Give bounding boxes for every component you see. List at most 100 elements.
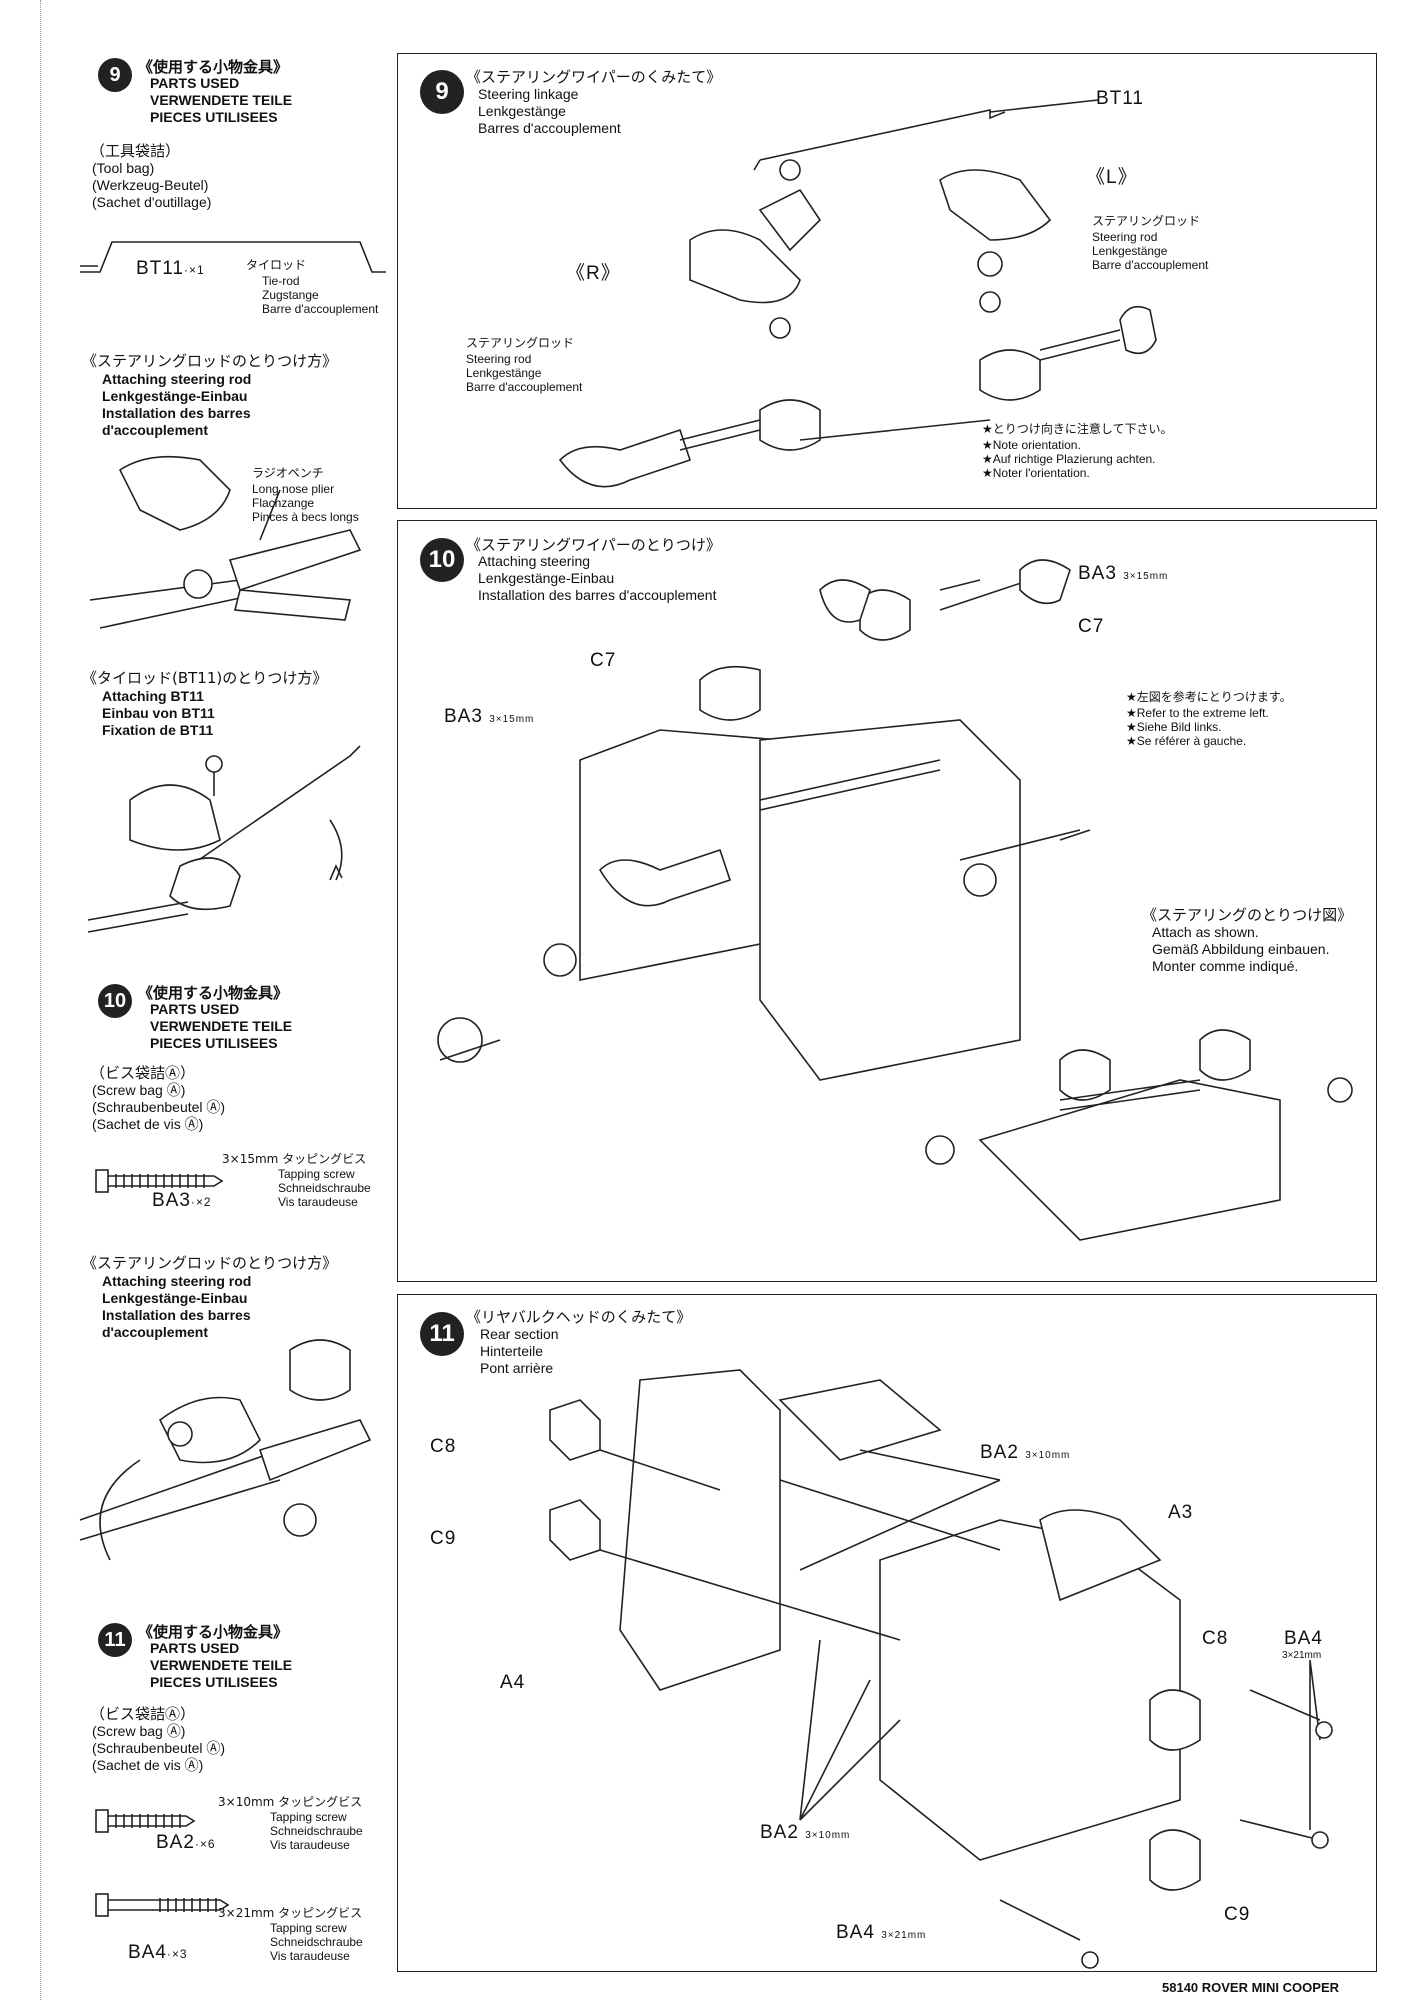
- screw-fr: Vis taraudeuse: [278, 1195, 358, 1209]
- plier-illustration: [89, 455, 362, 629]
- steering-attach-drawing: [437, 559, 1353, 1241]
- rod-right-en: Steering rod: [1092, 230, 1158, 244]
- rod-right-fr: Barre d'accouplement: [1092, 258, 1209, 272]
- shown-de: Gemäß Abbildung einbauen.: [1152, 941, 1330, 957]
- parts-heading-de: VERWENDETE TEILE: [150, 1657, 293, 1673]
- tie-rod-fr: Barre d'accouplement: [262, 302, 379, 316]
- footer-model: 58140 ROVER MINI COOPER: [1162, 1980, 1339, 1995]
- attach-bt11-de: Einbau von BT11: [102, 705, 215, 721]
- bag-label-de: (Schraubenbeutel Ⓐ): [92, 1740, 226, 1756]
- panel11-title-jp: 《リヤバルクヘッドのくみたて》: [466, 1308, 692, 1326]
- attach-rod-fr2: d'accouplement: [102, 422, 209, 438]
- bag-label-jp: （ビス袋詰Ⓐ）: [90, 1705, 196, 1723]
- attach-rod-en: Attaching steering rod: [102, 1273, 252, 1289]
- bag-label-fr: (Sachet d'outillage): [92, 194, 212, 210]
- plier-fr: Pinces à becs longs: [252, 510, 359, 524]
- ba4-right-label: BA4: [1284, 1628, 1323, 1649]
- label-r: 《R》: [566, 263, 621, 284]
- parts-heading-en: PARTS USED: [150, 75, 240, 91]
- step-10-badge: 10: [98, 984, 132, 1018]
- parts-heading-fr: PIECES UTILISEES: [150, 109, 278, 125]
- c8-left-label: C8: [430, 1436, 457, 1457]
- note-en: ★Note orientation.: [982, 438, 1081, 452]
- screw-fr: Vis taraudeuse: [270, 1838, 350, 1852]
- rod-right-jp: ステアリングロッド: [1092, 214, 1201, 228]
- attach-rod-jp: 《ステアリングロッドのとりつけ方》: [82, 1254, 338, 1272]
- plier-jp: ラジオペンチ: [252, 466, 324, 480]
- ref-fr: ★Se référer à gauche.: [1126, 734, 1247, 748]
- rod-attach-illustration-2: [79, 1339, 372, 1561]
- rod-right-de: Lenkgestänge: [1092, 244, 1168, 258]
- attach-bt11-en: Attaching BT11: [102, 688, 204, 704]
- screw-code: BA4·×3: [128, 1942, 188, 1963]
- screw-de: Schneidschraube: [270, 1935, 363, 1949]
- tie-rod-en: Tie-rod: [262, 274, 300, 288]
- attach-bt11-fr: Fixation de BT11: [102, 722, 214, 738]
- note-fr: ★Noter l'orientation.: [982, 466, 1090, 480]
- panel11-title-en: Rear section: [480, 1326, 559, 1342]
- margin-rule: [40, 0, 41, 2000]
- c9-left-label: C9: [430, 1528, 457, 1549]
- attach-rod-en: Attaching steering rod: [102, 371, 252, 387]
- parts-heading-en: PARTS USED: [150, 1640, 240, 1656]
- label-l: 《L》: [1086, 167, 1138, 188]
- ba3-left-label: BA3 3×15mm: [444, 706, 535, 727]
- bag-label-en: (Tool bag): [92, 160, 155, 176]
- screw-ba2-drawing: [95, 1809, 196, 1833]
- screw-ba4-drawing: [95, 1893, 230, 1917]
- panel10-title-fr: Installation des barres d'accouplement: [478, 587, 717, 603]
- step-9-badge: 9: [98, 58, 132, 92]
- parts-heading-jp: 《使用する小物金具》: [138, 58, 289, 76]
- panel9-title-en: Steering linkage: [478, 86, 579, 102]
- shown-en: Attach as shown.: [1152, 924, 1259, 940]
- step-9-panel-badge: 9: [420, 70, 464, 114]
- tie-rod-de: Zugstange: [262, 288, 319, 302]
- bt11-attach-illustration: [87, 745, 361, 933]
- attach-rod-fr1: Installation des barres: [102, 405, 251, 421]
- parts-heading-fr: PIECES UTILISEES: [150, 1035, 278, 1051]
- screw-de: Schneidschraube: [270, 1824, 363, 1838]
- bag-label-en: (Screw bag Ⓐ): [92, 1723, 186, 1739]
- shown-jp: 《ステアリングのとりつけ図》: [1142, 906, 1353, 924]
- shown-fr: Monter comme indiqué.: [1152, 958, 1299, 974]
- step-11-badge: 11: [98, 1623, 132, 1657]
- bag-label-de: (Werkzeug-Beutel): [92, 177, 209, 193]
- panel9-title-fr: Barres d'accouplement: [478, 120, 621, 136]
- attach-rod-de: Lenkgestänge-Einbau: [102, 388, 248, 404]
- bag-label-jp: （ビス袋詰Ⓐ）: [90, 1064, 196, 1082]
- plier-en: Long nose plier: [252, 482, 335, 496]
- screw-size: 3×10mm タッピングビス: [218, 1795, 363, 1809]
- ref-de: ★Siehe Bild links.: [1126, 720, 1222, 734]
- attach-rod-de: Lenkgestänge-Einbau: [102, 1290, 248, 1306]
- step-9-panel: [397, 53, 1377, 509]
- ba2-top-label: BA2 3×10mm: [980, 1442, 1071, 1463]
- parts-heading-fr: PIECES UTILISEES: [150, 1674, 278, 1690]
- rear-section-drawing: [549, 1369, 1333, 1969]
- panel11-title-de: Hinterteile: [480, 1343, 544, 1359]
- attach-bt11-jp: 《タイロッド(BT11)のとりつけ方》: [82, 669, 328, 687]
- rod-left-de: Lenkgestänge: [466, 366, 542, 380]
- parts-heading-de: VERWENDETE TEILE: [150, 1018, 293, 1034]
- rod-left-fr: Barre d'accouplement: [466, 380, 583, 394]
- panel9-title-de: Lenkgestänge: [478, 103, 566, 119]
- attach-rod-jp: 《ステアリングロッドのとりつけ方》: [82, 352, 338, 370]
- bag-label-jp: （工具袋詰）: [90, 142, 181, 160]
- ba4-right-size: 3×21mm: [1282, 1650, 1322, 1661]
- bag-label-de: (Schraubenbeutel Ⓐ): [92, 1099, 226, 1115]
- rod-left-en: Steering rod: [466, 352, 532, 366]
- screw-de: Schneidschraube: [278, 1181, 371, 1195]
- parts-heading-en: PARTS USED: [150, 1001, 240, 1017]
- plier-de: Flachzange: [252, 496, 315, 510]
- screw-size: 3×21mm タッピングビス: [218, 1906, 363, 1920]
- c7-left-label: C7: [590, 650, 617, 671]
- c8-right-label: C8: [1202, 1628, 1229, 1649]
- parts-heading-de: VERWENDETE TEILE: [150, 92, 293, 108]
- screw-en: Tapping screw: [270, 1810, 347, 1824]
- screw-en: Tapping screw: [270, 1921, 347, 1935]
- tie-rod-code: BT11·×1: [136, 258, 205, 279]
- a3-label: A3: [1168, 1502, 1194, 1523]
- note-de: ★Auf richtige Plazierung achten.: [982, 452, 1156, 466]
- panel10-title-jp: 《ステアリングワイパーのとりつけ》: [466, 536, 721, 554]
- bt11-label: BT11: [1096, 88, 1145, 109]
